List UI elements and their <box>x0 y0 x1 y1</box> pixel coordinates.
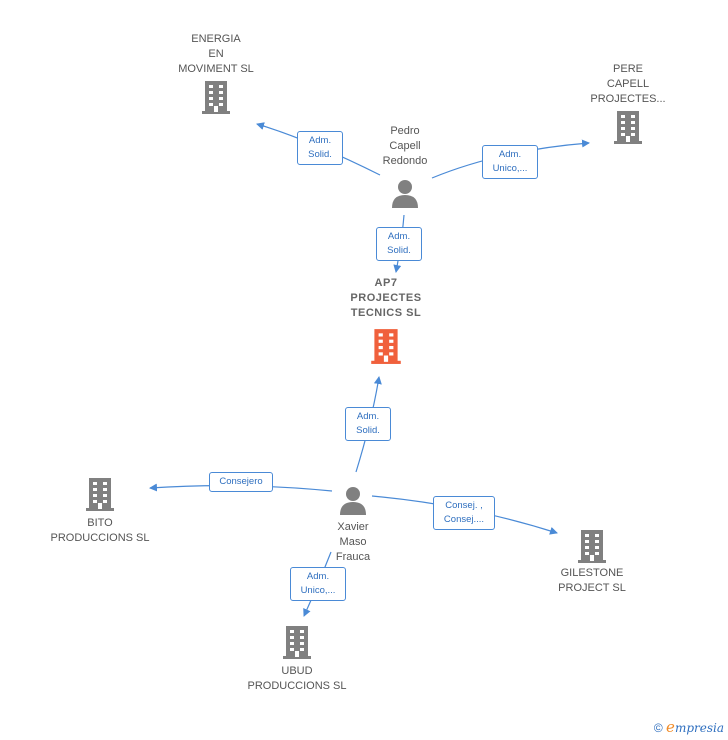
company-name: BITO PRODUCCIONS SL <box>50 517 150 544</box>
building-icon <box>614 111 642 144</box>
company-node-ubud[interactable]: UBUD PRODUCCIONS SL <box>237 624 357 694</box>
brand-logo: empresia <box>666 718 724 736</box>
building-icon <box>283 626 311 659</box>
person-icon <box>392 180 418 208</box>
company-node-energia[interactable]: ENERGIA EN MOVIMENT SL <box>156 32 276 115</box>
footer-credit: © empresia <box>654 718 724 736</box>
company-name: ENERGIA EN MOVIMENT SL <box>178 33 254 75</box>
company-name: PERE CAPELL PROJECTES... <box>590 63 666 105</box>
building-icon <box>371 329 401 364</box>
company-name: GILESTONE PROJECT SL <box>558 567 626 594</box>
edge-label-pedro-energia[interactable]: Adm. Solid. <box>297 131 343 165</box>
person-node-xavier[interactable]: Xavier Maso Frauca <box>313 484 393 565</box>
company-node-ap7-focus[interactable]: AP7 PROJECTES TECNICS SL <box>326 276 446 365</box>
company-node-bito[interactable]: BITO PRODUCCIONS SL <box>40 476 160 546</box>
edge-label-xavier-ubud[interactable]: Adm. Unico,... <box>290 567 346 601</box>
person-name: Pedro Capell Redondo <box>382 125 428 167</box>
edge-label-pedro-pere[interactable]: Adm. Unico,... <box>482 145 538 179</box>
person-node-pedro[interactable]: Pedro Capell Redondo <box>365 124 445 209</box>
company-node-gilestone[interactable]: GILESTONE PROJECT SL <box>532 528 652 596</box>
edge-label-pedro-ap7[interactable]: Adm. Solid. <box>376 227 422 261</box>
building-icon <box>202 81 230 114</box>
edge-label-xavier-ap7[interactable]: Adm. Solid. <box>345 407 391 441</box>
company-name: AP7 PROJECTES TECNICS SL <box>350 277 422 319</box>
copyright-icon: © <box>653 721 663 735</box>
building-icon <box>86 478 114 511</box>
edge-label-xavier-bito[interactable]: Consejero <box>209 472 273 492</box>
person-icon <box>340 487 366 515</box>
person-name: Xavier Maso Frauca <box>335 521 371 563</box>
building-icon <box>578 530 606 563</box>
edge-label-xavier-gilestone[interactable]: Consej. , Consej.... <box>433 496 495 530</box>
company-name: UBUD PRODUCCIONS SL <box>247 665 347 692</box>
company-node-pere[interactable]: PERE CAPELL PROJECTES... <box>578 62 678 145</box>
